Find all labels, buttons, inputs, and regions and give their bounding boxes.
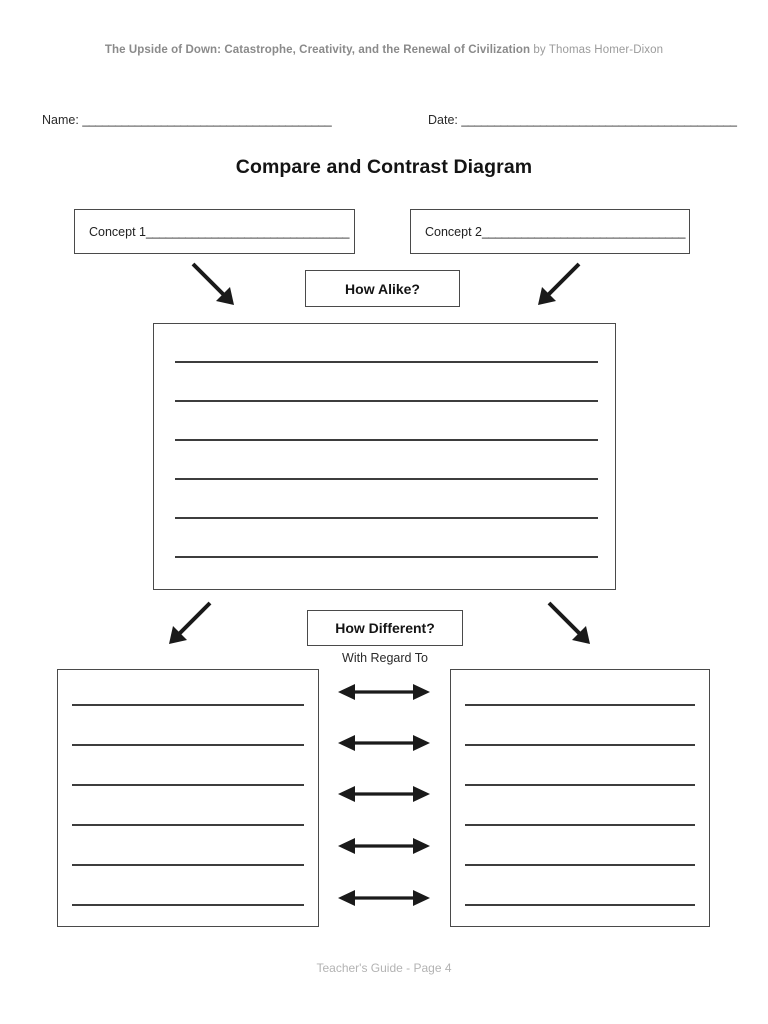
name-field[interactable]: Name: __________________________________… xyxy=(42,113,332,127)
concept-2-label: Concept 2 xyxy=(425,224,482,239)
how-different-label: How Different? xyxy=(335,620,435,636)
writing-line xyxy=(175,439,598,441)
name-label: Name: xyxy=(42,113,79,127)
writing-line xyxy=(72,864,304,866)
concept-1-box[interactable]: Concept 1 ______________________________… xyxy=(74,209,355,254)
double-headed-arrow-icon xyxy=(336,783,432,805)
arrow-down-right-icon xyxy=(188,259,240,311)
writing-line xyxy=(465,704,695,706)
writing-line xyxy=(465,864,695,866)
double-headed-arrow-icon xyxy=(336,887,432,909)
concept-2-box[interactable]: Concept 2 ______________________________… xyxy=(410,209,690,254)
book-title: The Upside of Down: Catastrophe, Creativ… xyxy=(104,44,531,56)
how-different-label-box: How Different? xyxy=(307,610,463,646)
double-headed-arrow-icon xyxy=(336,835,432,857)
writing-line xyxy=(465,784,695,786)
arrow-down-left-icon xyxy=(163,598,215,650)
writing-line xyxy=(175,556,598,558)
how-alike-answer-box[interactable] xyxy=(153,323,616,590)
writing-line xyxy=(175,361,598,363)
writing-line xyxy=(72,704,304,706)
date-label: Date: xyxy=(428,113,458,127)
date-field[interactable]: Date: __________________________________… xyxy=(428,113,737,127)
book-header: The Upside of Down: Catastrophe, Creativ… xyxy=(0,44,768,56)
arrow-down-left-icon xyxy=(532,259,584,311)
writing-line xyxy=(465,904,695,906)
writing-line xyxy=(465,824,695,826)
concept-1-label: Concept 1 xyxy=(89,224,146,239)
writing-line xyxy=(175,517,598,519)
writing-line xyxy=(72,784,304,786)
page-title: Compare and Contrast Diagram xyxy=(235,156,533,178)
writing-line xyxy=(175,478,598,480)
name-blank-rule: ______________________________________ xyxy=(82,113,332,127)
difference-right-answer-box[interactable] xyxy=(450,669,710,927)
writing-line xyxy=(465,744,695,746)
difference-left-answer-box[interactable] xyxy=(57,669,319,927)
date-blank-rule: ________________________________________… xyxy=(461,113,737,127)
writing-line xyxy=(72,904,304,906)
concept-2-blank-rule: _______________________________ xyxy=(481,224,686,239)
with-regard-to-label: With Regard To xyxy=(342,651,428,665)
double-headed-arrow-icon xyxy=(336,732,432,754)
writing-line xyxy=(175,400,598,402)
how-alike-label-box: How Alike? xyxy=(305,270,460,307)
writing-line xyxy=(72,824,304,826)
name-date-row: Name: __________________________________… xyxy=(42,113,737,133)
arrow-down-right-icon xyxy=(544,598,596,650)
page-footer: Teacher's Guide - Page 4 xyxy=(316,961,452,975)
how-alike-label: How Alike? xyxy=(345,280,420,297)
book-author: by Thomas Homer-Dixon xyxy=(533,44,664,56)
concept-1-blank-rule: _______________________________ xyxy=(145,224,350,239)
writing-line xyxy=(72,744,304,746)
double-headed-arrow-icon xyxy=(336,681,432,703)
